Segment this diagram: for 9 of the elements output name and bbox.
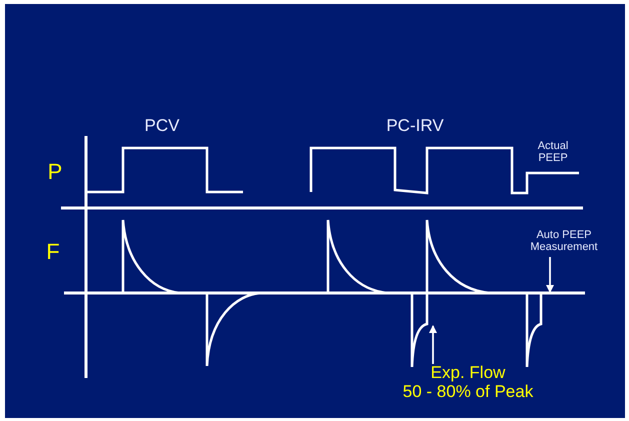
leader-arrow bbox=[546, 257, 554, 293]
chart-label: Actual PEEP bbox=[536, 140, 570, 164]
chart-label: P bbox=[46, 160, 64, 184]
annotation-text: Auto PEEP Measurement bbox=[514, 229, 614, 254]
chart-label: PCV bbox=[144, 117, 180, 136]
chart-label: F bbox=[45, 240, 61, 264]
leader-arrow bbox=[429, 325, 437, 364]
annotation-text: Exp. Flow 50 - 80% of Peak bbox=[388, 364, 548, 402]
chart-label: PC-IRV bbox=[385, 117, 445, 136]
